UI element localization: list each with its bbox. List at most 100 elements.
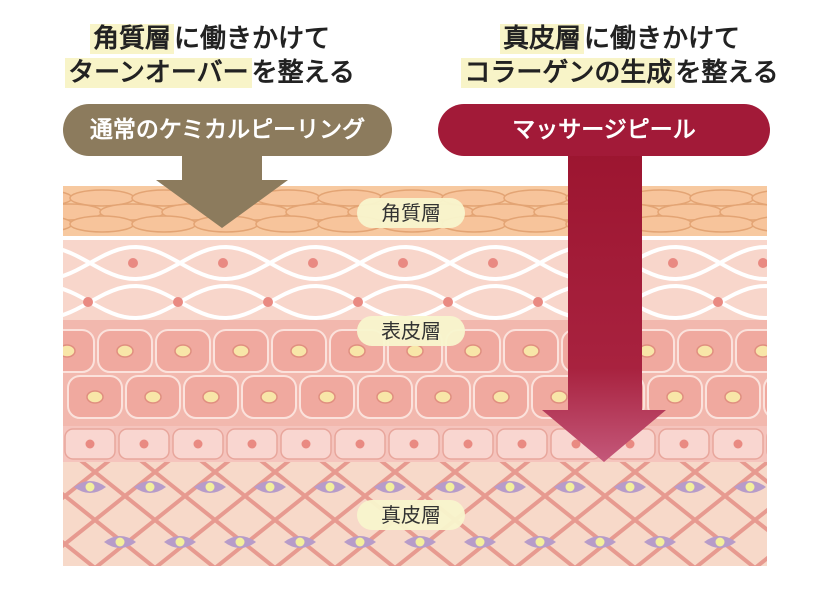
left-arrow — [156, 156, 288, 228]
cell-nucleus — [406, 344, 424, 358]
right-heading: 真皮層に働きかけて コラーゲンの生成を整える — [420, 22, 820, 90]
horny-cell — [689, 215, 755, 233]
cell-nucleus — [679, 439, 689, 449]
cell-nucleus — [696, 344, 714, 358]
collagen-fiber — [634, 459, 767, 566]
spinous-cell — [735, 329, 767, 373]
horny-cell — [63, 191, 73, 205]
cell-nucleus — [463, 439, 473, 449]
cell-nucleus — [666, 390, 684, 404]
cell-nucleus — [263, 297, 273, 307]
collagen-fiber — [63, 458, 172, 549]
cell-nucleus — [83, 297, 93, 307]
horny-cell — [503, 215, 569, 233]
collagen-fiber — [454, 458, 592, 566]
cell-nucleus — [128, 258, 138, 268]
collagen-fiber — [63, 539, 96, 566]
cell-nucleus — [517, 439, 527, 449]
cell-nucleus — [232, 344, 250, 358]
spinous-cell — [794, 330, 834, 372]
cell-nucleus — [144, 390, 162, 404]
collagen-fiber — [94, 458, 232, 566]
wave-line — [63, 283, 767, 321]
right-heading-highlight-1: 真皮層 — [499, 24, 584, 54]
right-heading-rest-1: に働きかけて — [584, 24, 741, 54]
cell-nucleus — [38, 258, 48, 268]
cell-nucleus — [86, 390, 104, 404]
cell-nucleus — [783, 391, 799, 403]
cell-nucleus — [175, 537, 185, 547]
cell-nucleus — [355, 439, 365, 449]
cell-nucleus — [758, 258, 767, 268]
cell-nucleus — [205, 482, 215, 492]
cell-nucleus — [754, 344, 767, 358]
cell-nucleus — [385, 482, 395, 492]
cell-nucleus — [85, 482, 95, 492]
left-heading-highlight-2: ターンオーバー — [65, 58, 252, 88]
collagen-fiber — [274, 458, 412, 566]
cell-nucleus — [260, 390, 278, 404]
cell-nucleus — [713, 297, 723, 307]
cell-nucleus — [301, 439, 311, 449]
cell-nucleus — [376, 390, 394, 404]
spinous-cell — [763, 378, 767, 416]
horny-cell — [255, 215, 321, 233]
cell-nucleus — [115, 537, 125, 547]
collagen-fiber — [800, 460, 834, 580]
cell-nucleus — [308, 258, 318, 268]
collagen-fiber — [574, 458, 712, 566]
right-heading-rest-2: を整える — [675, 58, 779, 88]
horny-layer-label: 角質層 — [357, 198, 465, 228]
horny-cell — [63, 217, 73, 231]
horny-cell — [751, 190, 767, 206]
cell-nucleus — [85, 439, 95, 449]
wave-line — [63, 244, 767, 282]
cell-nucleus — [464, 344, 482, 358]
horny-cell — [69, 215, 135, 233]
cell-nucleus — [193, 439, 203, 449]
cell-nucleus — [724, 390, 742, 404]
cell-nucleus — [788, 440, 797, 449]
cell-nucleus — [290, 344, 308, 358]
cell-nucleus — [443, 297, 453, 307]
cell-nucleus — [398, 258, 408, 268]
cell-nucleus — [535, 537, 545, 547]
cell-nucleus — [295, 537, 305, 547]
collagen-fiber — [694, 507, 767, 566]
cell-nucleus — [715, 537, 725, 547]
cell-nucleus — [415, 537, 425, 547]
cell-nucleus — [625, 482, 635, 492]
cell-nucleus — [174, 344, 192, 358]
collagen-fiber — [214, 458, 352, 566]
right-heading-highlight-2: コラーゲンの生成 — [461, 58, 676, 88]
cell-nucleus — [813, 345, 829, 357]
cell-nucleus — [63, 344, 76, 358]
cell-nucleus — [139, 439, 149, 449]
epidermis-layer-label: 表皮層 — [357, 316, 465, 346]
cell-nucleus — [202, 390, 220, 404]
cell-nucleus — [533, 297, 543, 307]
cell-nucleus — [409, 439, 419, 449]
cell-nucleus — [522, 344, 540, 358]
right-arrow — [542, 150, 666, 462]
collagen-fiber — [754, 555, 767, 566]
cell-nucleus — [565, 482, 575, 492]
collagen-fiber — [0, 460, 50, 580]
left-heading-highlight-1: 角質層 — [89, 24, 174, 54]
cell-nucleus — [434, 390, 452, 404]
collagen-fiber — [514, 458, 652, 566]
cell-nucleus — [265, 482, 275, 492]
cell-nucleus — [218, 258, 228, 268]
cell-nucleus — [355, 537, 365, 547]
cell-nucleus — [668, 258, 678, 268]
collagen-fiber — [738, 458, 767, 485]
cell-nucleus — [571, 439, 581, 449]
cell-nucleus — [685, 482, 695, 492]
cell-nucleus — [318, 390, 336, 404]
cell-nucleus — [550, 390, 568, 404]
cell-nucleus — [488, 258, 498, 268]
collagen-fiber — [154, 458, 292, 566]
cell-nucleus — [745, 482, 755, 492]
collagen-fiber — [63, 458, 112, 501]
massage-peel-label: マッサージピール — [438, 104, 770, 156]
